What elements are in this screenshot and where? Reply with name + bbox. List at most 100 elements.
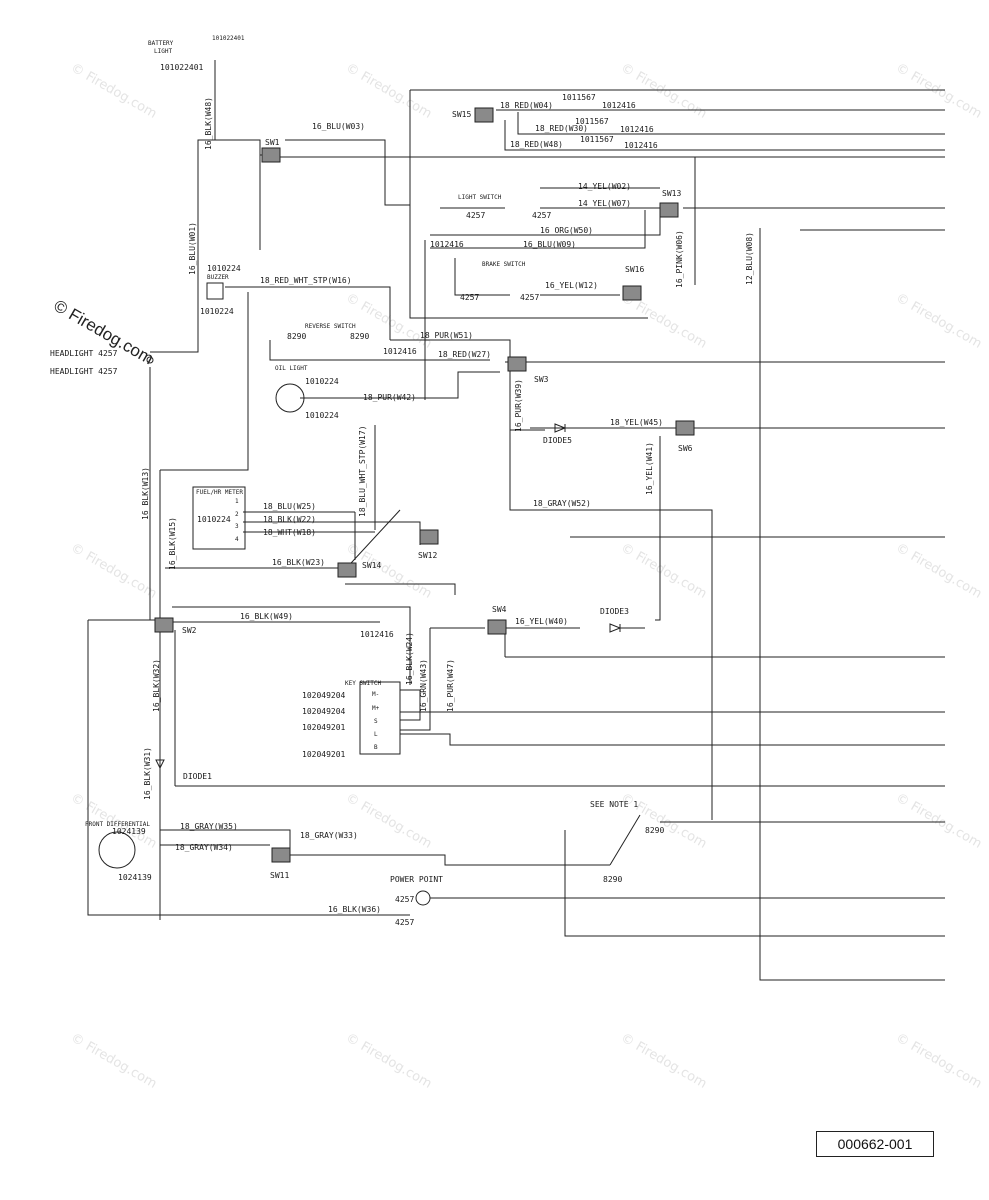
wire-label: 16_BLU(W09) xyxy=(523,240,576,249)
wire-label: 16_BLK(W13) xyxy=(141,467,150,520)
watermark: © Firedog.com xyxy=(343,290,434,351)
fuel-pn: 1010224 xyxy=(197,515,231,524)
component-symbols xyxy=(98,282,622,906)
watermark: © Firedog.com xyxy=(343,790,434,851)
switch-sw11 xyxy=(271,847,291,863)
switch-sw13 xyxy=(659,202,679,218)
fuel-pin-3: 3 xyxy=(235,523,239,530)
diode5-label: DIODE5 xyxy=(543,436,572,445)
power-pn-1: 4257 xyxy=(395,895,414,904)
wire-label: 18_RED(W30) xyxy=(535,124,588,133)
brake-switch-label: BRAKE SWITCH xyxy=(482,261,526,268)
light-switch-label: LIGHT SWITCH xyxy=(458,194,502,201)
switch-sw16 xyxy=(622,285,642,301)
watermark: © Firedog.com xyxy=(893,60,984,121)
headlight-2-label: HEADLIGHT 4257 xyxy=(50,367,118,376)
watermark: © Firedog.com xyxy=(68,60,159,121)
key-pn-2: 102049204 xyxy=(302,707,346,716)
switch-blocks xyxy=(154,107,695,863)
fuel-meter-box xyxy=(192,486,246,550)
wire-label: 16_BLK(W49) xyxy=(240,612,293,621)
wire-label: 16_BLK(W23) xyxy=(272,558,325,567)
watermark: © Firedog.com xyxy=(343,1030,434,1091)
diode3-icon xyxy=(609,623,622,633)
switch-sw1 xyxy=(261,147,281,163)
wire-label: 18_RED(W27) xyxy=(438,350,491,359)
wire-labels: 16_BLU(W03) 16_BLK(W48) 16_BLU(W01) 18_R… xyxy=(141,97,754,914)
watermark: © Firedog.com xyxy=(893,1030,984,1091)
wire-label: 16_BLK(W24) xyxy=(405,632,414,685)
watermark: © Firedog.com xyxy=(893,540,984,601)
power-pn-2: 4257 xyxy=(395,918,414,927)
wire-label: 16_BLU(W03) xyxy=(312,122,365,131)
diode1-icon xyxy=(155,759,165,770)
wire-label: 16_PINK(W06) xyxy=(675,230,684,288)
sw4-label: SW4 xyxy=(492,605,507,614)
watermark: © Firedog.com xyxy=(893,290,984,351)
diode3-label: DIODE3 xyxy=(600,607,629,616)
battery-light-label-2: LIGHT xyxy=(154,48,172,55)
wire-label: 16_BLK(W15) xyxy=(168,517,177,570)
reference-id-box: 000662-001 xyxy=(816,1131,934,1157)
wire-layer xyxy=(87,60,945,981)
note-pn-top: 8290 xyxy=(645,826,664,835)
fuel-pin-4: 4 xyxy=(235,536,239,543)
pn-a1: 1011567 xyxy=(562,93,596,102)
watermark: © Firedog.com xyxy=(343,60,434,121)
sw15-label: SW15 xyxy=(452,110,471,119)
wire-label: 16_BLK(W31) xyxy=(143,747,152,800)
key-pn-4: 102049201 xyxy=(302,750,346,759)
key-switch-box xyxy=(359,681,401,755)
reverse-pn-ref: 1012416 xyxy=(383,347,417,356)
wire-label: 16_BLU(W01) xyxy=(188,222,197,275)
key-ref: 1012416 xyxy=(360,630,394,639)
watermark: © Firedog.com xyxy=(343,540,434,601)
pn-a2: 1012416 xyxy=(602,101,636,110)
sw16-label: SW16 xyxy=(625,265,644,274)
battery-light-pn-top: 101022401 xyxy=(212,35,245,42)
pn-b1: 1011567 xyxy=(575,117,609,126)
wire-label: 18_RED(W48) xyxy=(510,140,563,149)
component-labels: BATTERY LIGHT 101022401 101022401 HEADLI… xyxy=(50,35,664,927)
key-pin-s: S xyxy=(374,718,378,725)
wire-label: 16_BLK(W32) xyxy=(152,659,161,712)
key-switch-label: KEY SWITCH xyxy=(345,680,382,687)
wire-label: 18_BLK(W22) xyxy=(263,515,316,524)
note-pn-bottom: 8290 xyxy=(603,875,622,884)
sw3-label: SW3 xyxy=(534,375,549,384)
sw2-label: SW2 xyxy=(182,626,197,635)
fuel-pin-2: 2 xyxy=(235,511,239,518)
wire-label: 18_RED_WHT_STP(W16) xyxy=(260,276,352,285)
brake-right: 4257 xyxy=(520,293,539,302)
wire-label: 16_ORG(W50) xyxy=(540,226,593,235)
switch-sw4 xyxy=(487,619,507,635)
front-differential-icon xyxy=(98,831,136,869)
wire-label: 18_GRAY(W34) xyxy=(175,843,233,852)
wire-label: 12_BLU(W08) xyxy=(745,232,754,285)
wire-label: 14_YEL(W07) xyxy=(578,199,631,208)
watermark: © Firedog.com xyxy=(893,790,984,851)
battery-light-pn: 101022401 xyxy=(160,63,204,72)
key-pin-m-minus: M- xyxy=(372,691,379,698)
wire-label: 18_BLU(W25) xyxy=(263,502,316,511)
sw1-label: SW1 xyxy=(265,138,280,147)
sw11-label: SW11 xyxy=(270,871,289,880)
buzzer-pn-top: 1010224 xyxy=(207,264,241,273)
power-point-icon xyxy=(415,890,431,906)
key-pin-m-plus: M+ xyxy=(372,705,380,712)
sw13-label: SW13 xyxy=(662,189,681,198)
brake-left: 4257 xyxy=(460,293,479,302)
fuel-pin-1: 1 xyxy=(235,498,239,505)
watermark: © Firedog.com xyxy=(618,60,709,121)
pn-c2: 1012416 xyxy=(624,141,658,150)
light-sw-left: 4257 xyxy=(466,211,485,220)
wire-label: 18_PUR(W51) xyxy=(420,331,473,340)
wire-label: 18_WHT(W18) xyxy=(263,528,316,537)
wire-label: 18_YEL(W45) xyxy=(610,418,663,427)
wire-label: 16_YEL(W40) xyxy=(515,617,568,626)
switch-sw12 xyxy=(419,529,439,545)
see-note-label: SEE NOTE 1 xyxy=(590,800,638,809)
pn-c1: 1011567 xyxy=(580,135,614,144)
watermark-layer: © Firedog.com © Firedog.com © Firedog.co… xyxy=(68,60,984,1091)
reverse-pn-left: 8290 xyxy=(287,332,306,341)
